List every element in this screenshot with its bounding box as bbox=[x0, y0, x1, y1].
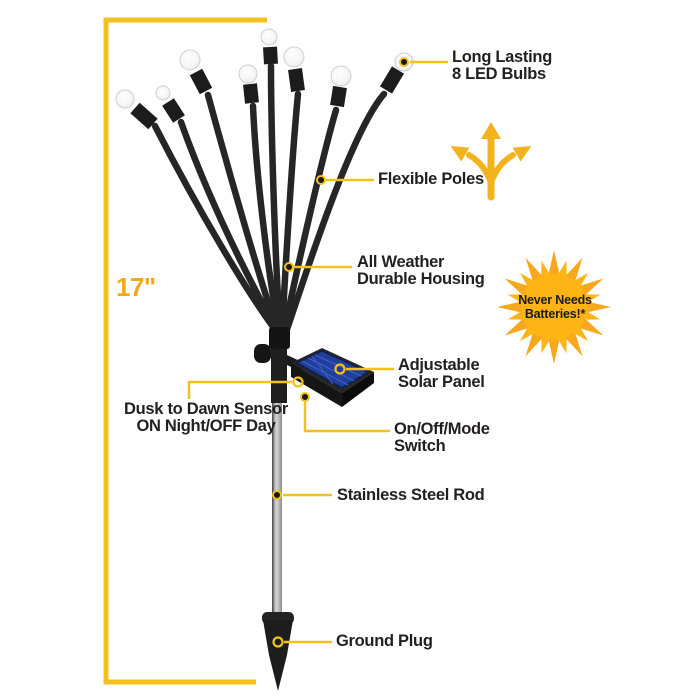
flex-arrows-icon bbox=[450, 122, 532, 201]
callout-solar-panel: Adjustable Solar Panel bbox=[398, 356, 485, 392]
stainless-rod bbox=[272, 403, 282, 620]
callout-line: Flexible Poles bbox=[378, 170, 484, 188]
sun-icon bbox=[497, 250, 611, 364]
callout-flexible-poles: Flexible Poles bbox=[378, 170, 484, 188]
callout-mode-switch: On/Off/Mode Switch bbox=[394, 420, 490, 456]
callout-steel-rod: Stainless Steel Rod bbox=[337, 486, 485, 504]
ground-plug-spike bbox=[262, 612, 294, 691]
callout-dusk-sensor: Dusk to Dawn Sensor ON Night/OFF Day bbox=[110, 400, 302, 436]
callout-line: All Weather bbox=[357, 253, 445, 271]
solar-panel-icon bbox=[291, 348, 374, 407]
callout-line: Stainless Steel Rod bbox=[337, 486, 485, 504]
callout-line: Durable Housing bbox=[357, 270, 485, 289]
never-needs-batteries-badge: Never Needs Batteries!* bbox=[509, 293, 601, 321]
callout-line: 8 LED Bulbs bbox=[452, 65, 546, 84]
callout-line: Adjustable bbox=[398, 356, 480, 374]
callout-ground-plug: Ground Plug bbox=[336, 632, 433, 650]
callout-line: On/Off/Mode bbox=[394, 420, 490, 438]
callout-line: Switch bbox=[394, 437, 446, 456]
callout-line: Dusk to Dawn Sensor bbox=[124, 400, 288, 418]
callout-line: ON Night/OFF Day bbox=[136, 417, 276, 436]
led-bulb-icon bbox=[115, 28, 414, 109]
badge-line: Batteries!* bbox=[524, 307, 586, 321]
housing-post bbox=[254, 327, 302, 403]
callout-led-bulbs: Long Lasting 8 LED Bulbs bbox=[452, 48, 552, 84]
callout-line: Long Lasting bbox=[452, 48, 552, 66]
measurement-bracket bbox=[103, 17, 267, 685]
badge-line: Never Needs bbox=[518, 293, 592, 307]
height-label: 17" bbox=[116, 272, 156, 302]
callout-line: Solar Panel bbox=[398, 373, 485, 392]
callout-durable-housing: All Weather Durable Housing bbox=[357, 253, 485, 289]
flexible-poles bbox=[151, 62, 388, 342]
callout-leaders bbox=[187, 57, 448, 648]
callout-line: Ground Plug bbox=[336, 632, 433, 650]
bulb-sockets bbox=[130, 46, 405, 130]
